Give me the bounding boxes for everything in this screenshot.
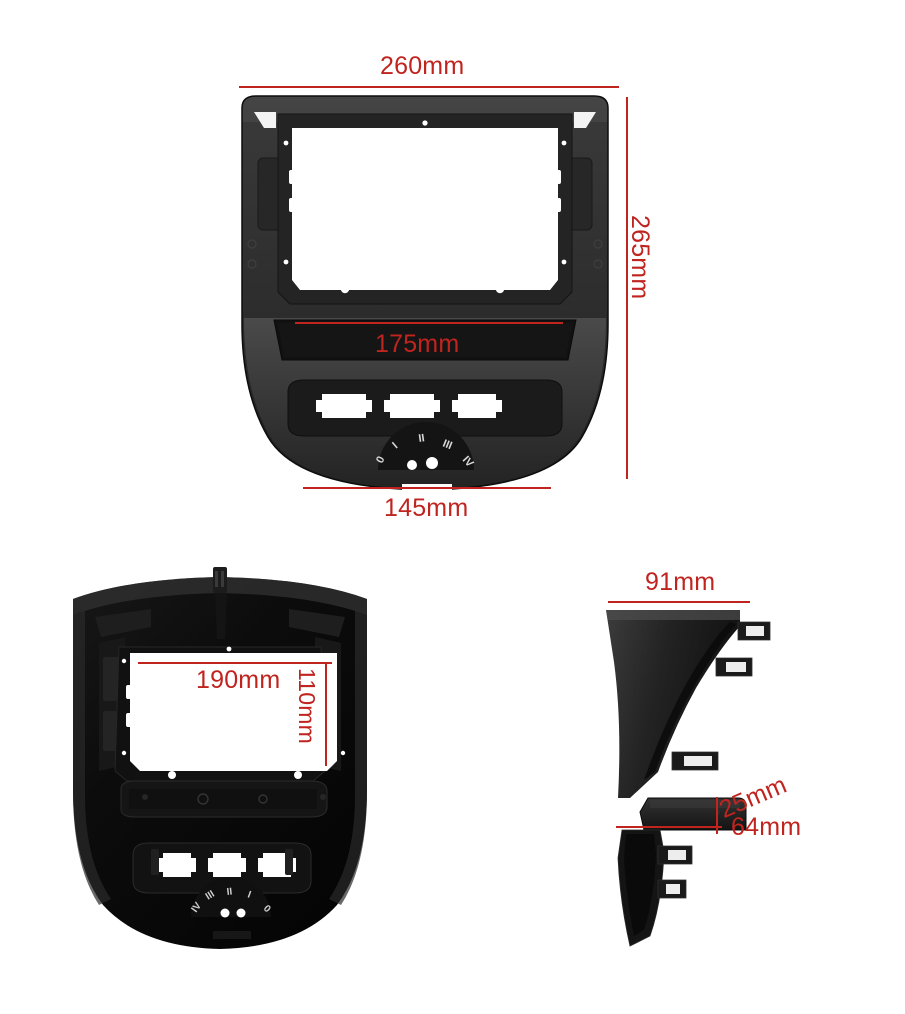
switch-cutout: [316, 394, 372, 418]
svg-text:I: I: [390, 440, 400, 451]
dimension-line-display-slot-width: [295, 322, 563, 324]
dimension-label-opening-height: 110mm: [294, 668, 320, 744]
dimension-label-depth-top: 91mm: [645, 568, 716, 596]
dimension-label-bottom-width: 145mm: [384, 494, 469, 522]
dimension-line-bottom-width: [303, 487, 551, 489]
svg-text:I: I: [246, 889, 253, 900]
dimension-line-width-overall: [239, 86, 619, 88]
switch-cutout: [208, 853, 246, 877]
dimension-label-depth-base: 64mm: [731, 813, 802, 841]
front-fascia-part: 0 I II III IV: [230, 92, 620, 492]
dimension-line-depth-top: [608, 601, 750, 603]
rear-fascia-part: IV III II I 0: [55, 565, 385, 955]
dimension-label-display-slot-width: 175mm: [375, 330, 460, 358]
dimension-line-height-overall: [626, 97, 628, 479]
switch-cutout: [384, 394, 440, 418]
switch-cutout: [452, 394, 502, 418]
svg-text:II: II: [226, 886, 233, 898]
dimension-line-opening-width: [138, 662, 326, 664]
svg-text:0: 0: [374, 454, 387, 465]
dimension-line-depth-base: [616, 826, 722, 828]
side-profile-part: [600, 602, 790, 952]
dimension-label-height-overall: 265mm: [626, 215, 654, 300]
dimension-label-opening-width: 190mm: [196, 666, 281, 694]
dimension-tick-opening-height-top: [318, 662, 332, 664]
dimension-label-width-overall: 260mm: [380, 52, 465, 80]
dimension-tick-depth-base: [716, 818, 718, 834]
switch-cutout: [158, 853, 196, 877]
svg-text:III: III: [441, 438, 454, 453]
dimension-line-opening-height: [325, 662, 327, 766]
svg-text:0: 0: [261, 903, 273, 915]
svg-text:II: II: [418, 432, 426, 445]
dimension-line-depth-offset: [716, 797, 718, 827]
